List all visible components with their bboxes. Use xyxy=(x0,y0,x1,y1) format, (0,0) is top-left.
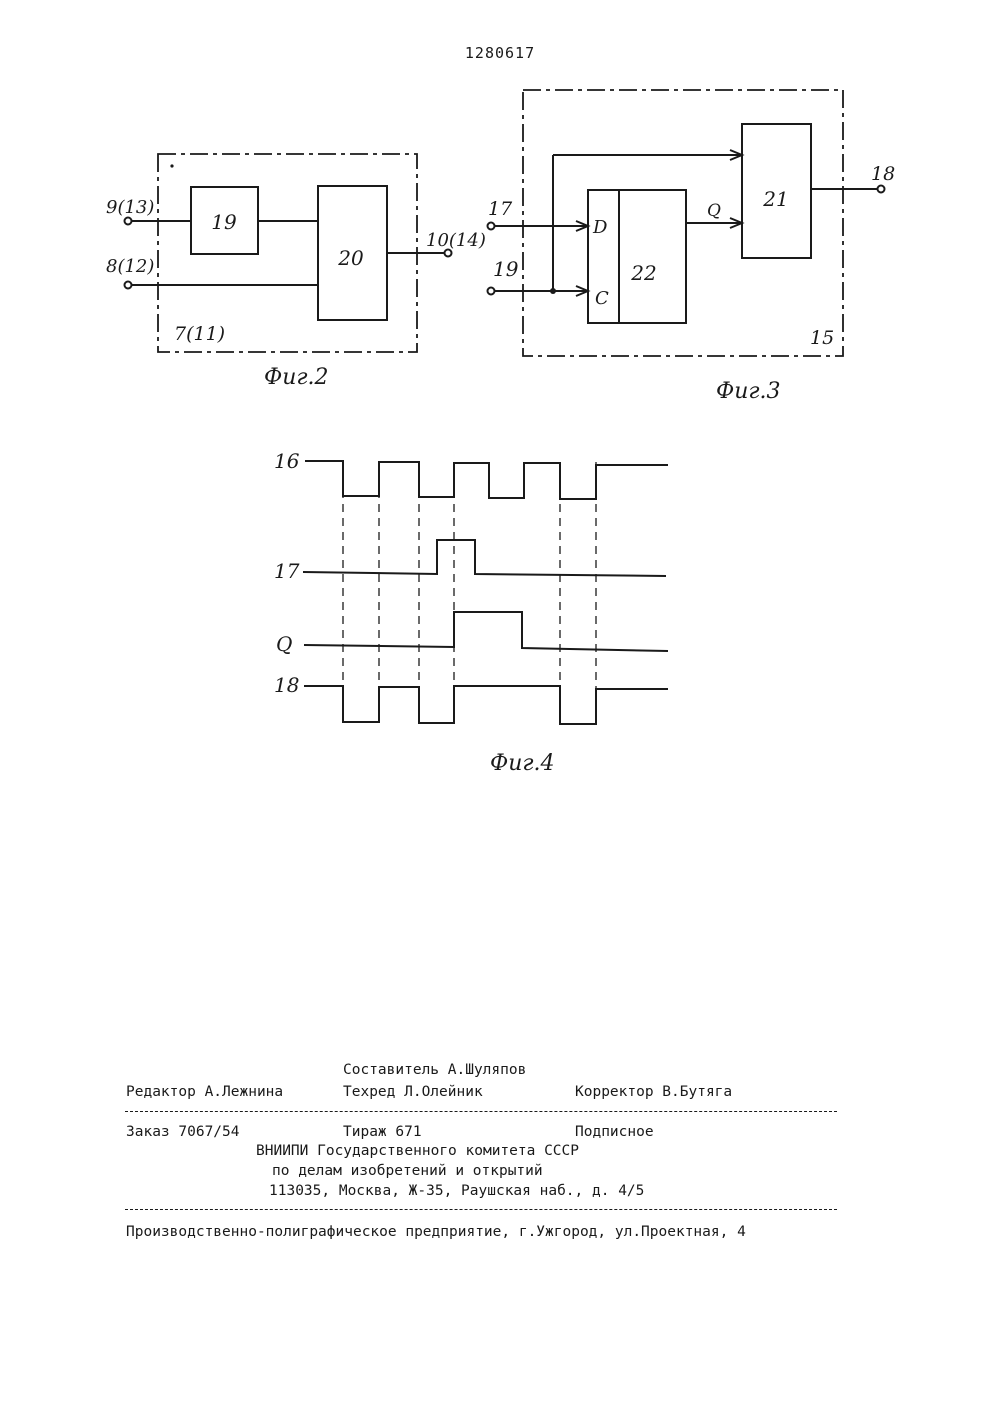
waveform-18 xyxy=(304,686,668,724)
signal-label-16: 16 xyxy=(274,449,300,473)
figure-4-timing-diagram: 16 17 Q 18 Фиг.4 xyxy=(0,0,1000,800)
fig4-caption: Фиг.4 xyxy=(490,751,555,776)
imprint-subscription: Подписное xyxy=(575,1124,654,1140)
signal-label-17: 17 xyxy=(274,559,300,583)
imprint-techred: Техред Л.Олейник xyxy=(343,1084,483,1100)
timing-dashed-guides xyxy=(343,462,596,724)
imprint-divider-bottom xyxy=(125,1209,837,1210)
waveform-16 xyxy=(305,461,668,499)
imprint-corrector: Корректор В.Бутяга xyxy=(575,1084,732,1100)
imprint-order: Заказ 7067/54 xyxy=(126,1124,240,1140)
imprint-editor: Редактор А.Лежнина xyxy=(126,1084,283,1100)
signal-label-18: 18 xyxy=(274,673,299,697)
imprint-org-line2: по делам изобретений и открытий xyxy=(272,1163,543,1179)
imprint-circulation: Тираж 671 xyxy=(343,1124,422,1140)
imprint-org-address: 113035, Москва, Ж-35, Раушская наб., д. … xyxy=(269,1183,644,1199)
waveform-q xyxy=(304,612,668,651)
imprint-composer: Составитель А.Шуляпов xyxy=(343,1062,526,1078)
timing-waveforms xyxy=(303,461,668,724)
signal-label-q: Q xyxy=(276,632,292,656)
imprint-divider-top xyxy=(125,1111,837,1112)
imprint-org-line1: ВНИИПИ Государственного комитета СССР xyxy=(256,1143,579,1159)
imprint-printer: Производственно-полиграфическое предприя… xyxy=(126,1224,746,1240)
waveform-17 xyxy=(303,540,666,576)
